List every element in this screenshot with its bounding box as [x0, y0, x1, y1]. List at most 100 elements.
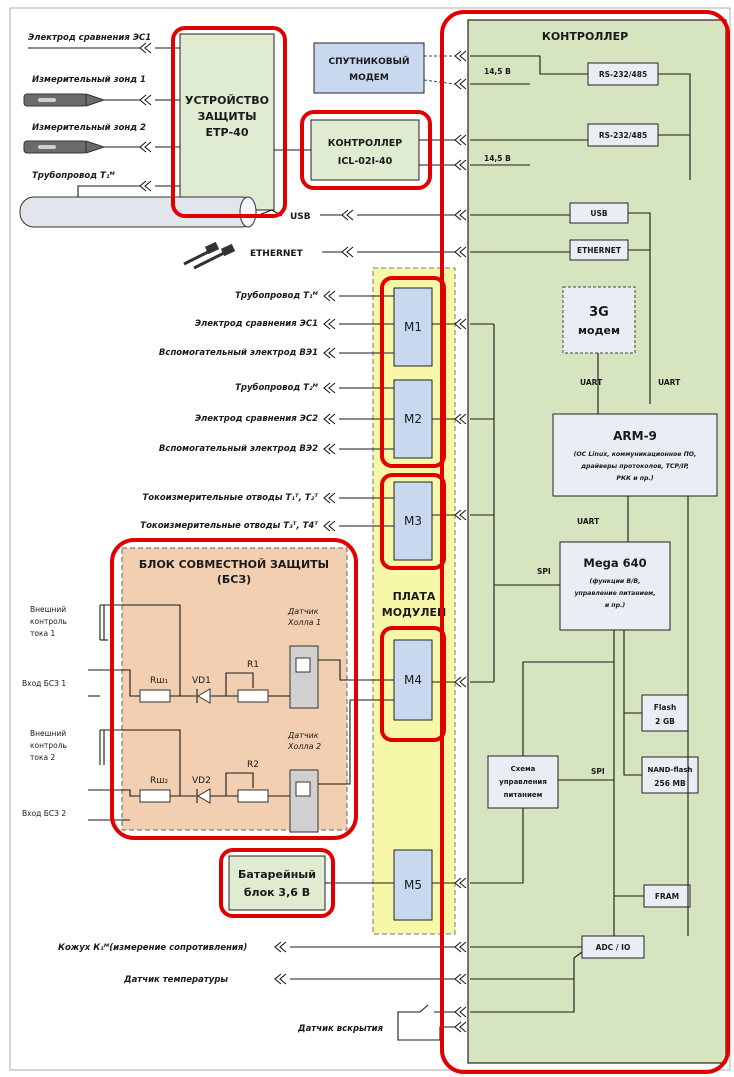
mid-inputs: Трубопровод Т₁ᴹ Электрод сравнения ЭС1 В… [140, 290, 394, 532]
adc-io-label: ADC / IO [596, 943, 631, 952]
mid-input-1: Трубопровод Т₁ᴹ [235, 290, 319, 301]
module-m2-label: M2 [404, 412, 422, 426]
ethernet-label: ETHERNET [250, 249, 304, 259]
vd1-label: VD1 [192, 676, 211, 686]
hall1-line2: Холла 1 [287, 618, 321, 627]
mid-input-3: Вспомогательный электрод ВЭ1 [159, 348, 318, 358]
input-probe-2: Измерительный зонд 2 [32, 123, 146, 133]
bsz-ext1-line1: Внешний [30, 605, 66, 614]
modem-3g-line2: модем [578, 324, 620, 337]
spi-label-1: SPI [537, 567, 551, 576]
bsz-title-1: БЛОК СОВМЕСТНОЙ ЗАЩИТЫ [139, 558, 329, 571]
power-line3: питанием [504, 791, 543, 799]
spi-label-2: SPI [591, 767, 605, 776]
input-electrode-es1-top: Электрод сравнения ЭС1 [28, 33, 151, 43]
highlight-outlines [110, 10, 730, 1074]
module-m3 [393, 481, 433, 561]
mid-input-7: Токоизмерительные отводы Т₁ᵀ, Т₂ᵀ [143, 493, 319, 503]
usb-box-label: USB [590, 209, 607, 218]
module-m5-label: M5 [404, 878, 422, 892]
mega640-line3: и пр.) [605, 602, 626, 609]
rsh2-label: Rш₂ [150, 776, 168, 786]
modem-3g-block [562, 286, 636, 354]
satellite-modem-line1: СПУТНИКОВЫЙ [328, 55, 409, 67]
resistor-r1 [237, 689, 269, 703]
mid-input-8: Токоизмерительные отводы Т₃ᵀ, Т4ᵀ [140, 521, 318, 531]
controller-icl-block [310, 119, 420, 181]
module-m1-label: M1 [404, 320, 422, 334]
mega640-line1: (функции В/В, [590, 577, 641, 585]
arm9-line3: РКК и пр.) [616, 475, 653, 482]
r1-label: R1 [247, 660, 259, 670]
arm9-title: ARM-9 [613, 429, 657, 443]
bsz-in1: Вход БСЗ 1 [22, 679, 66, 688]
resistor-rsh1 [139, 689, 171, 703]
battery-line1: Батарейный [238, 868, 316, 881]
resistor-rsh2 [139, 789, 171, 803]
mega640-title: Mega 640 [583, 556, 646, 570]
resistor-r2 [237, 789, 269, 803]
module-m3-label: M3 [404, 514, 422, 528]
hall2-line2: Холла 2 [287, 742, 321, 751]
module-m2 [393, 379, 433, 459]
mega640-line2: управление питанием, [574, 590, 655, 597]
satellite-modem-block [313, 42, 425, 94]
board-label-1: ПЛАТА [393, 590, 436, 603]
mid-input-2: Электрод сравнения ЭС1 [195, 319, 318, 329]
controller-icl-line1: КОНТРОЛЛЕР [328, 138, 403, 149]
mid-input-4: Трубопровод Т₂ᴹ [235, 382, 319, 393]
bsz-in2: Вход БСЗ 2 [22, 809, 66, 818]
controller-icl-line2: ICL-02I-40 [338, 156, 393, 167]
vd2-label: VD2 [192, 776, 211, 786]
bsz-ext2-line2: контроль [30, 741, 67, 750]
arm9-block [552, 413, 718, 497]
input-probe-1: Измерительный зонд 1 [32, 75, 146, 85]
bsz-ext2-line1: Внешний [30, 729, 66, 738]
module-m4-label: M4 [404, 673, 422, 687]
voltage-label-2: 14,5 В [484, 154, 511, 163]
board-label-2: МОДУЛЕЙ [382, 606, 446, 619]
ethernet-box-label: ETHERNET [577, 246, 622, 255]
r2-label: R2 [247, 760, 259, 770]
nand-flash-block [641, 756, 699, 794]
pipeline-icon [19, 196, 257, 228]
module-m5 [393, 849, 433, 921]
mid-input-6: Вспомогательный электрод ВЭ2 [159, 444, 318, 454]
hall-sensor-2 [289, 769, 319, 833]
protection-device-line3: ЕТР-40 [206, 126, 249, 139]
bottom-input-1: Кожух К₁ᴹ(измерение сопротивления) [58, 943, 247, 953]
protection-device-block [179, 33, 275, 211]
bsz-circuit: Внешний контроль тока 1 Вход БСЗ 1 Внешн… [22, 604, 394, 833]
bsz-ext1-line2: контроль [30, 617, 67, 626]
bsz-ext2-line3: тока 2 [30, 753, 55, 762]
bottom-input-3: Датчик вскрытия [297, 1024, 384, 1034]
rs-box-2-label: RS-232/485 [599, 131, 647, 140]
uart-label-3: UART [577, 517, 600, 526]
battery-line2: блок 3,6 В [244, 886, 310, 899]
battery-block [228, 855, 326, 911]
nand-line1: NAND-flash [647, 766, 692, 774]
flash-block [641, 694, 689, 732]
bsz-title-2: (БСЗ) [217, 573, 251, 586]
module-m4 [393, 639, 433, 721]
hall-sensor-1 [289, 645, 319, 709]
nand-line2: 256 MB [654, 779, 686, 788]
ethernet-cable-icon [183, 241, 236, 270]
input-pipeline-top: Трубопровод Т₁ᴹ [32, 170, 116, 181]
controller-connectors [454, 50, 467, 1033]
bottom-input-2: Датчик температуры [123, 975, 228, 985]
flash-line1: Flash [654, 703, 677, 712]
mid-input-5: Электрод сравнения ЭС2 [195, 414, 318, 424]
protection-device-line1: УСТРОЙСТВО [185, 94, 269, 107]
protection-device-line2: ЗАЩИТЫ [197, 110, 256, 123]
usb-label: USB [290, 212, 311, 222]
hall2-line1: Датчик [287, 731, 319, 740]
mega640-block [559, 541, 671, 631]
modem-3g-line1: 3G [589, 305, 609, 320]
power-management-block [487, 755, 559, 809]
flash-line2: 2 GB [655, 717, 675, 726]
power-line2: управления [499, 778, 547, 786]
satellite-modem-line2: МОДЕМ [349, 73, 389, 83]
rsh1-label: Rш₁ [150, 676, 168, 686]
